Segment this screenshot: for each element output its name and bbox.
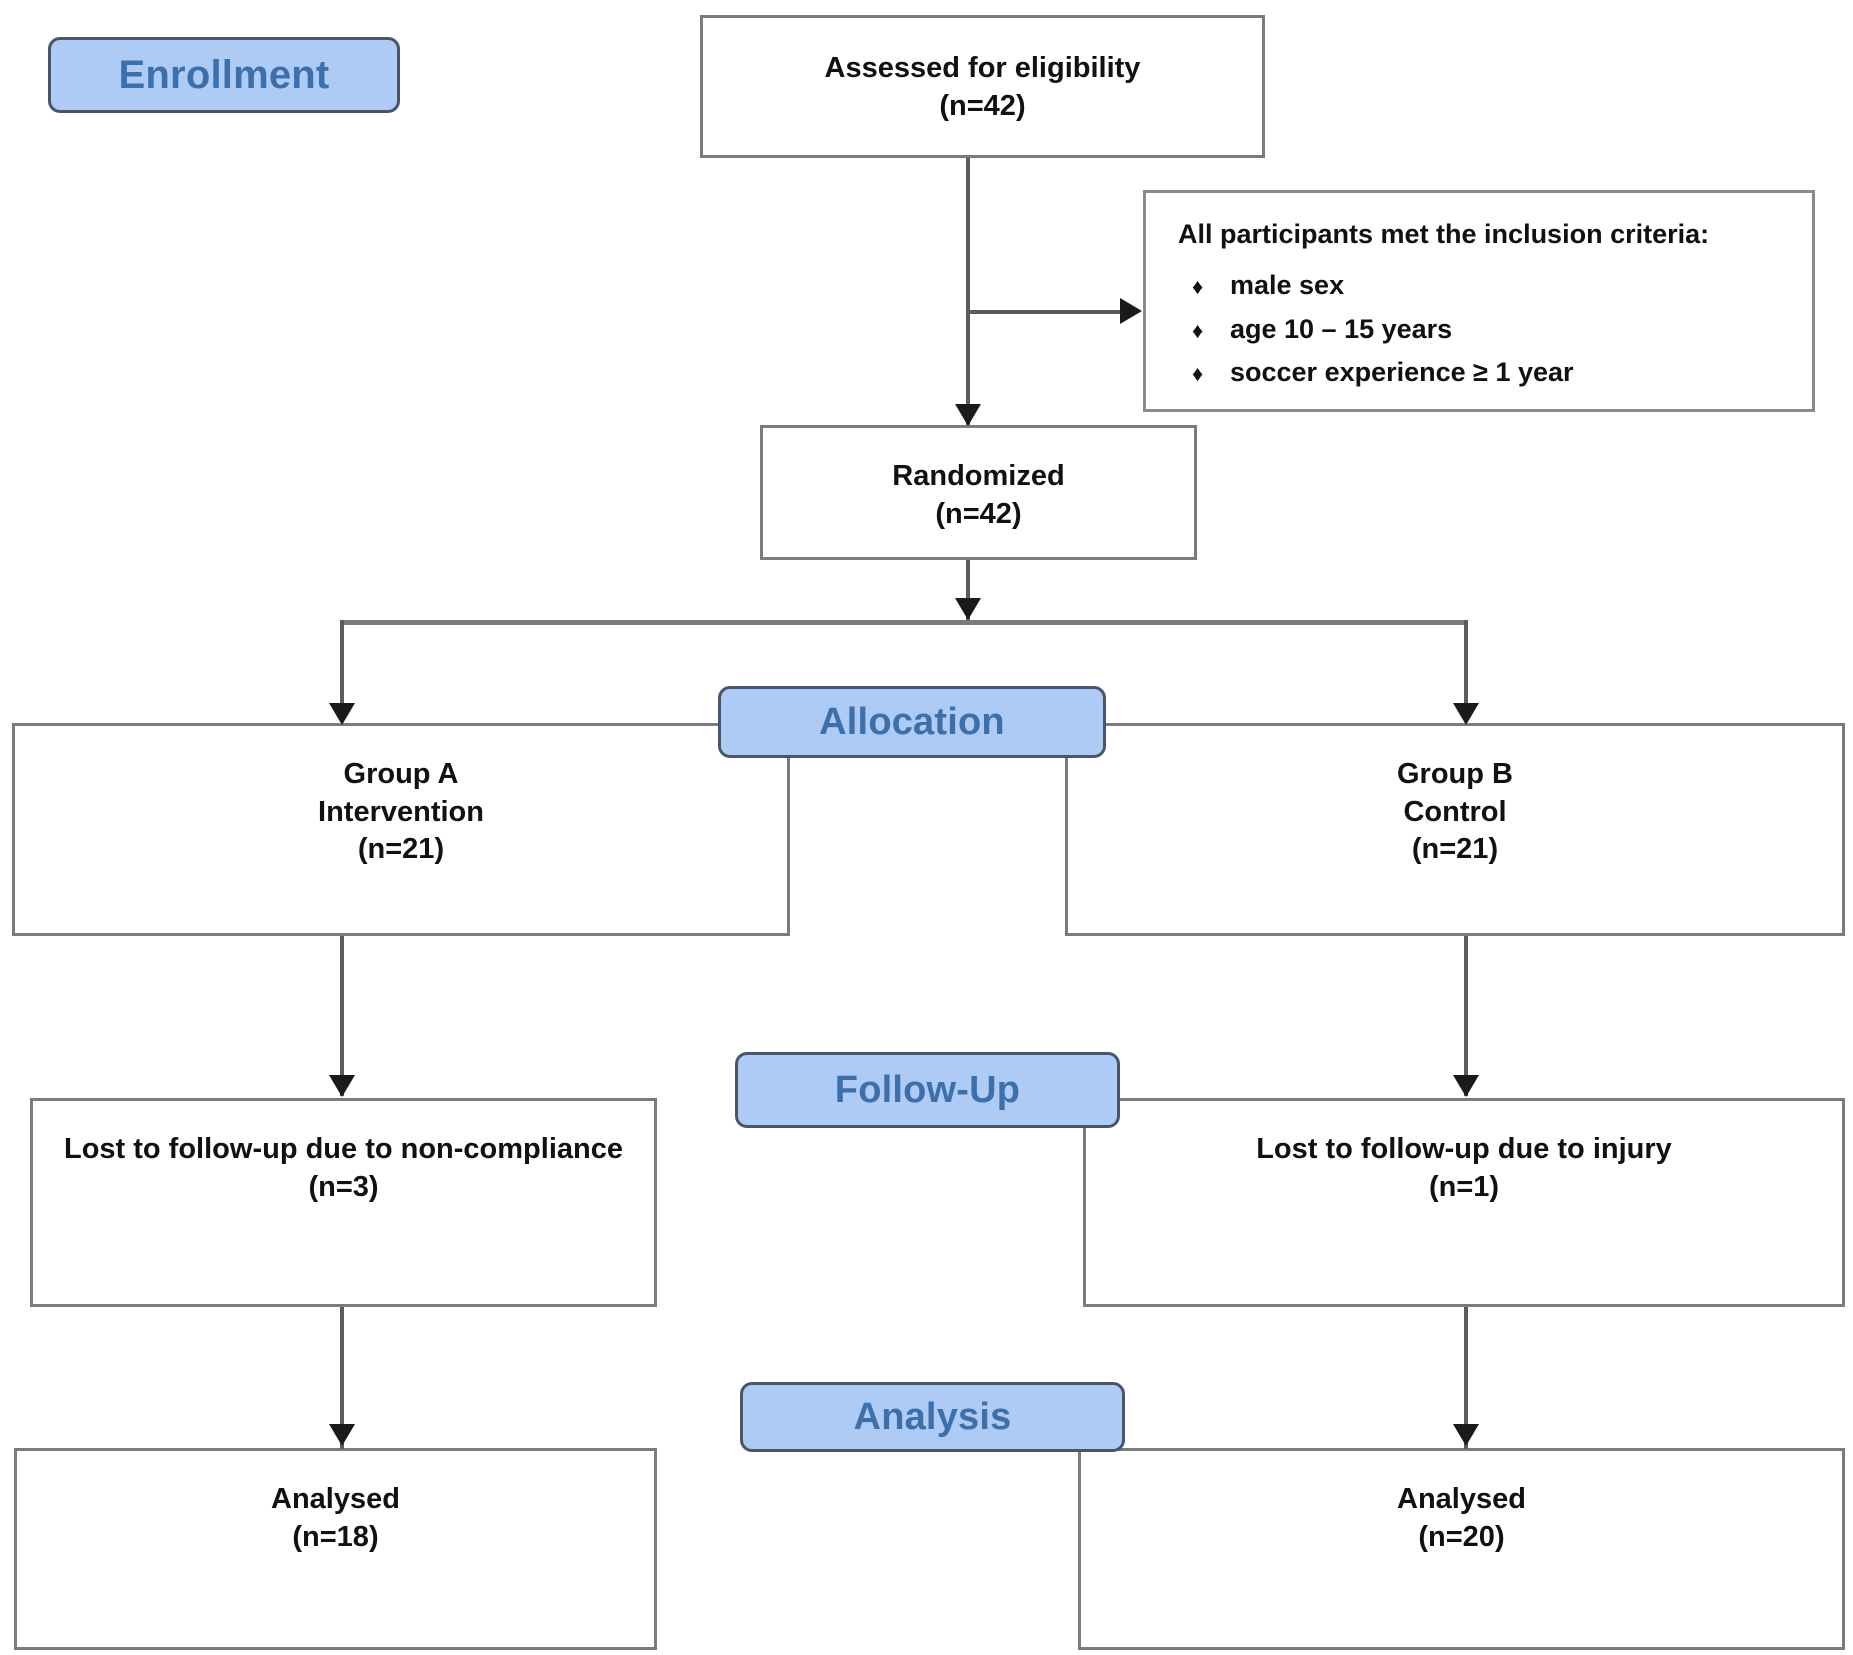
node-group-a: Group A Intervention (n=21) [12,723,790,936]
diamond-bullet-icon: ♦ [1192,274,1204,299]
node-lost-b-label: Lost to follow-up due to injury [1256,1133,1672,1165]
node-assessed-count: (n=42) [939,89,1026,122]
node-lost-a-count: (n=3) [308,1170,379,1203]
node-group-b-line2: Control [1403,795,1507,828]
connector-split-to-group-a [340,620,344,720]
node-group-b-count: (n=21) [1411,833,1499,866]
node-analysed-b-label: Analysed [1397,1483,1526,1515]
node-lost-a-label: Lost to follow-up due to non-compliance [63,1133,623,1165]
node-analysed-b: Analysed (n=20) [1078,1448,1845,1650]
connector-assessed-to-criteria [966,310,1126,314]
node-inclusion-criteria: All participants met the inclusion crite… [1143,190,1815,412]
connector-lost-b-to-analysed-b [1464,1307,1468,1449]
node-analysed-b-count: (n=20) [1418,1520,1505,1553]
inclusion-criteria-heading: All participants met the inclusion crite… [1178,219,1710,249]
diamond-bullet-icon: ♦ [1192,361,1204,387]
stage-badge-followup: Follow-Up [735,1052,1120,1128]
arrowhead-group-b-to-lost-b [1453,1075,1479,1097]
node-assessed-label: Assessed for eligibility [824,52,1141,84]
arrowhead-assessed-to-randomized [955,404,981,426]
node-randomized-count: (n=42) [935,497,1022,530]
arrowhead-lost-b-to-analysed-b [1453,1424,1479,1446]
arrowhead-split-to-group-b [1453,703,1479,725]
inclusion-criteria-item: ♦ male sex [1192,264,1812,308]
node-group-b: Group B Control (n=21) [1065,723,1845,936]
inclusion-criteria-list: ♦ male sex ♦ age 10 – 15 years ♦ soccer … [1178,264,1812,395]
inclusion-criteria-item-label: soccer experience ≥ 1 year [1230,357,1574,388]
node-lost-b-count: (n=1) [1428,1170,1500,1203]
stage-badge-analysis: Analysis [740,1382,1125,1452]
node-analysed-a-label: Analysed [271,1483,400,1515]
arrowhead-randomized-to-split [955,598,981,620]
inclusion-criteria-item: ♦ age 10 – 15 years [1192,308,1812,352]
node-lost-to-followup-a: Lost to follow-up due to non-compliance … [30,1098,657,1307]
stage-badge-allocation: Allocation [718,686,1106,758]
stage-badge-analysis-label: Analysis [853,1395,1012,1438]
arrowhead-lost-a-to-analysed-a [329,1424,355,1446]
arrowhead-split-to-group-a [329,703,355,725]
connector-randomized-to-split [966,560,970,622]
arrowhead-to-criteria [1120,298,1142,324]
connector-lost-a-to-analysed-a [340,1307,344,1449]
inclusion-criteria-item: ♦ soccer experience ≥ 1 year [1192,351,1812,395]
stage-badge-followup-label: Follow-Up [834,1068,1021,1111]
connector-split-to-group-b [1464,620,1468,720]
stage-badge-allocation-label: Allocation [819,700,1005,743]
node-group-b-line1: Group B [1397,758,1513,790]
inclusion-criteria-item-label: age 10 – 15 years [1230,313,1453,344]
inclusion-criteria-item-label: male sex [1230,270,1345,300]
node-group-a-line1: Group A [343,758,459,790]
node-analysed-a-count: (n=18) [292,1520,379,1553]
node-group-a-line2: Intervention [318,795,484,828]
arrowhead-group-a-to-lost-a [329,1075,355,1097]
stage-badge-enrollment-label: Enrollment [118,52,330,97]
connector-assessed-to-randomized [966,158,970,425]
node-lost-to-followup-b: Lost to follow-up due to injury (n=1) [1083,1098,1845,1307]
node-analysed-a: Analysed (n=18) [14,1448,657,1650]
node-assessed-for-eligibility: Assessed for eligibility (n=42) [700,15,1265,158]
stage-badge-enrollment: Enrollment [48,37,400,113]
allocation-split-bus [340,620,1468,625]
connector-group-a-to-lost-a [340,936,344,1096]
node-randomized: Randomized (n=42) [760,425,1197,560]
diamond-bullet-icon: ♦ [1192,317,1204,343]
node-group-a-count: (n=21) [357,833,445,866]
connector-group-b-to-lost-b [1464,936,1468,1096]
node-randomized-label: Randomized [892,460,1065,492]
